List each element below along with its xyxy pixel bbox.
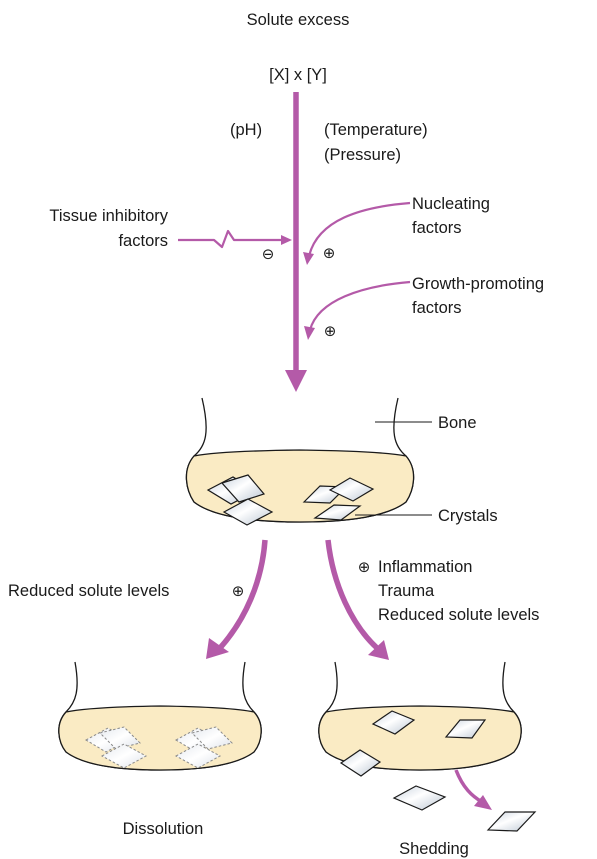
- tissue-factors-line1: Tissue inhibitory: [49, 207, 168, 225]
- right-branch-line1: Inflammation: [378, 558, 472, 576]
- temperature-label: (Temperature): [324, 121, 428, 139]
- right-branch-plus-symbol: ⊕: [358, 558, 371, 576]
- crystals-label: Crystals: [438, 507, 498, 525]
- dissolution-label: Dissolution: [123, 820, 204, 838]
- shedding-arrow: [456, 770, 492, 810]
- main-arrow: [285, 92, 307, 392]
- pressure-label: (Pressure): [324, 146, 401, 164]
- growth-plus-symbol: ⊕: [324, 322, 337, 340]
- bone-label: Bone: [438, 414, 477, 432]
- nucleating-plus-symbol: ⊕: [323, 244, 336, 262]
- shedding-label: Shedding: [399, 840, 469, 858]
- nucleating-arrow: [303, 203, 410, 265]
- bone-top: [186, 398, 413, 522]
- tissue-inhibitory-arrow: [178, 231, 292, 247]
- inhibit-minus-symbol: ⊖: [262, 245, 275, 263]
- solute-product-label: [X] x [Y]: [269, 66, 327, 84]
- tissue-factors-line2: factors: [118, 232, 168, 250]
- right-branch-line2: Trauma: [378, 582, 435, 600]
- ph-label: (pH): [230, 121, 262, 139]
- growth-line2: factors: [412, 299, 462, 317]
- left-branch-plus-symbol: ⊕: [232, 582, 245, 600]
- nucleating-line1: Nucleating: [412, 195, 490, 213]
- growth-line1: Growth-promoting: [412, 275, 544, 293]
- nucleating-line2: factors: [412, 219, 462, 237]
- title-solute-excess: Solute excess: [247, 11, 350, 29]
- growth-arrow: [304, 282, 410, 340]
- left-branch-label: Reduced solute levels: [8, 582, 169, 600]
- right-branch-line3: Reduced solute levels: [378, 606, 539, 624]
- bone-shedding: [319, 662, 521, 770]
- bone-dissolution: [59, 662, 261, 770]
